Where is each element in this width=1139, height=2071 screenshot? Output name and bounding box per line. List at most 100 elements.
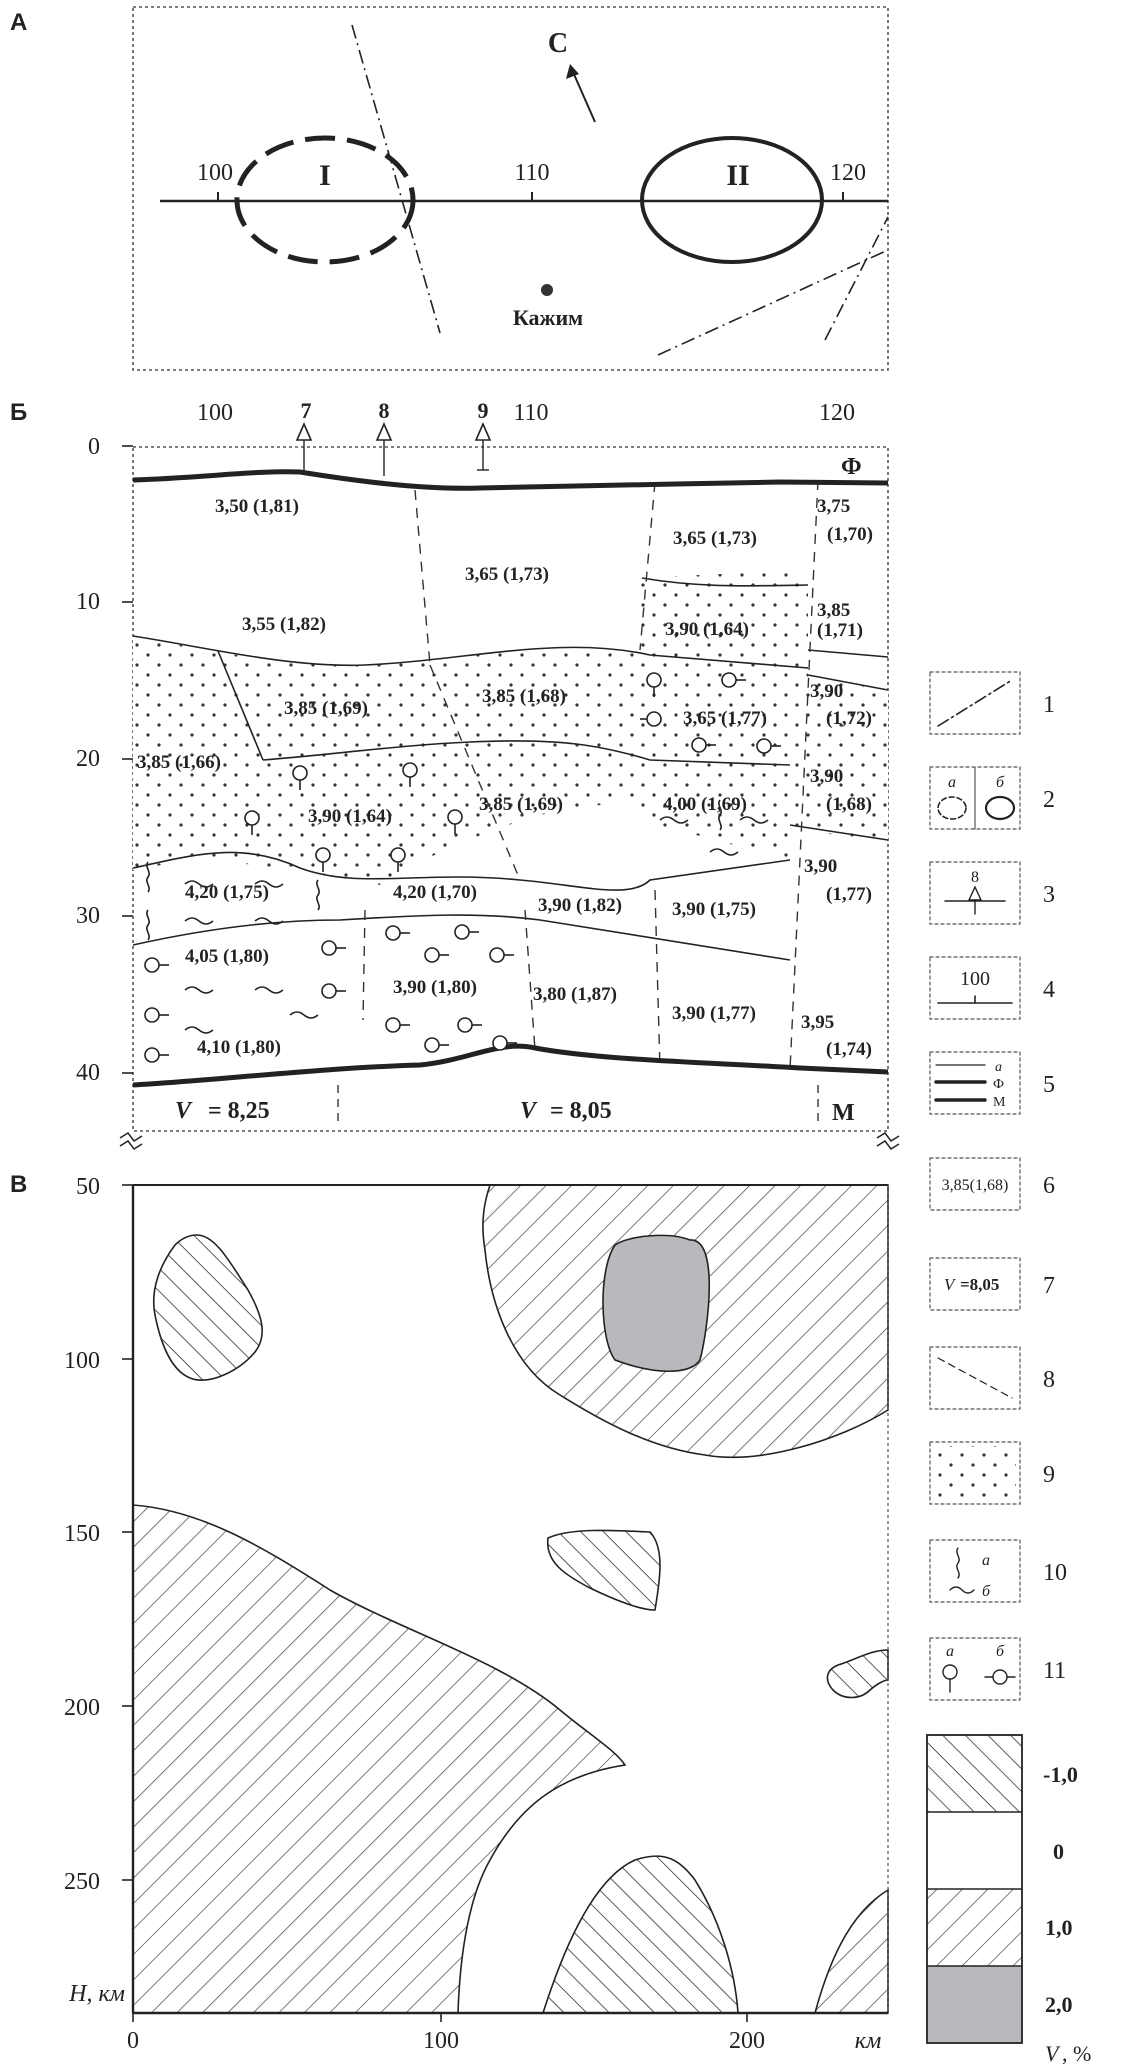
scale-swatch-zero	[927, 1812, 1022, 1889]
velocity-anomaly-negative	[826, 1649, 889, 1699]
velocity-label: (1,71)	[817, 620, 863, 641]
depth-label: 40	[76, 1060, 100, 1086]
region-i-outline	[234, 135, 416, 265]
station-label: 7	[301, 398, 312, 423]
interface-line	[807, 649, 889, 658]
block-boundary-icon	[937, 1357, 1013, 1399]
y-axis-label: H, км	[68, 1981, 125, 2007]
depth-label: 200	[64, 1695, 100, 1721]
panel-b: Б 100 110 120	[10, 398, 900, 1151]
interface-line	[807, 674, 889, 691]
velocity-label: 3,75	[817, 496, 850, 517]
vp-symbol: V	[175, 1098, 193, 1124]
velocity-label: 3,85 (1,69)	[479, 794, 563, 815]
legend-sub-a: а	[982, 1552, 990, 1569]
legend-sub-b: б	[982, 1583, 991, 1600]
scale-unit-symbol: V	[1045, 2041, 1061, 2066]
depth-label: 0	[88, 434, 100, 460]
interface-line	[641, 577, 809, 587]
interface-line	[789, 824, 889, 841]
region-ii-outline	[640, 136, 824, 264]
legend-vp-symbol: V	[944, 1275, 957, 1294]
scale-value: 1,0	[1045, 1915, 1073, 1940]
legend-tick-label: 100	[960, 968, 990, 990]
legend-number: 8	[1043, 1367, 1055, 1393]
legend-sub-b: б	[996, 1643, 1005, 1660]
velocity-anomaly-negative	[152, 1234, 263, 1381]
scale-value: 0	[1053, 1839, 1064, 1864]
velocity-label: 4,10 (1,80)	[197, 1037, 281, 1058]
circle-symbols	[144, 672, 781, 1063]
velocity-label: 3,90	[810, 766, 843, 787]
km-label: 100	[197, 400, 233, 426]
panel-c-letter: В	[10, 1171, 27, 1198]
wave-horizontal-icon	[949, 1586, 975, 1594]
interface-line	[262, 740, 791, 766]
dotted-layer	[790, 675, 888, 840]
fault-line	[351, 24, 441, 334]
region-ii-label: II	[726, 159, 749, 192]
interface-line	[217, 650, 264, 761]
station-triangle	[474, 422, 492, 441]
interface-line	[132, 851, 791, 891]
vp-value: = 8,05	[550, 1098, 612, 1124]
depth-label: 250	[64, 1869, 100, 1895]
legend-sub-b: б	[996, 774, 1005, 791]
velocity-label: 3,90 (1,77)	[672, 1003, 756, 1024]
velocity-label: (1,70)	[827, 524, 873, 545]
block-boundary	[362, 909, 366, 1021]
circle-horizontal-icon	[992, 1669, 1008, 1685]
panel-a: А 100 110 120 I II С Кажим	[10, 6, 889, 371]
velocity-anomaly-negative	[547, 1529, 661, 1611]
schistosity-symbols	[146, 799, 769, 1034]
legend-number: 6	[1043, 1173, 1055, 1199]
km-label: 120	[819, 400, 855, 426]
north-label: С	[548, 28, 568, 59]
moho-line	[132, 1043, 889, 1088]
axis-break-mark	[876, 1131, 900, 1151]
depth-label: 20	[76, 746, 100, 772]
scale-swatch-negative-hatch	[927, 1735, 1022, 1812]
town-marker	[541, 284, 553, 296]
velocity-anomaly-positive	[132, 1504, 627, 2014]
fault-line	[824, 216, 889, 341]
velocity-label: 3,55 (1,82)	[242, 614, 326, 635]
scale-values: -1,0 0 1,0 2,0	[1043, 1762, 1078, 2017]
legend-velocity-example: 3,85(1,68)	[942, 1177, 1009, 1194]
velocity-label: 3,90 (1,82)	[538, 895, 622, 916]
depth-label: 150	[64, 1521, 100, 1547]
block-boundary	[414, 489, 431, 666]
panel-b-letter: Б	[10, 399, 27, 426]
velocity-label: 3,50 (1,81)	[215, 496, 299, 517]
velocity-label: 3,90 (1,75)	[672, 899, 756, 920]
velocity-label: 3,90 (1,64)	[308, 806, 392, 827]
velocity-label: 4,20 (1,70)	[393, 882, 477, 903]
ellipse-solid-icon	[984, 795, 1016, 821]
station-triangle	[295, 422, 313, 441]
block-boundary	[789, 479, 819, 1071]
legend-number: 2	[1043, 787, 1055, 813]
town-label: Кажим	[513, 305, 583, 330]
fault-line	[657, 249, 889, 356]
velocity-label: 3,90 (1,64)	[665, 619, 749, 640]
velocity-label: 3,65 (1,73)	[465, 564, 549, 585]
legend-sub-a: а	[948, 774, 956, 791]
depth-label: 50	[76, 1174, 100, 1200]
station-label: 9	[478, 398, 489, 423]
depth-label: 10	[76, 589, 100, 615]
legend-number: 10	[1043, 1560, 1067, 1586]
legend-sub-a: а	[995, 1060, 1002, 1075]
legend-vp-value: =8,05	[960, 1275, 999, 1294]
km-label: 110	[514, 160, 549, 186]
legend-numbers: 1 2 3 4 5 6 7 8 9 10 11	[1043, 692, 1067, 1684]
velocity-label: 4,20 (1,75)	[185, 882, 269, 903]
scale-value: 2,0	[1045, 1992, 1073, 2017]
legend-station-label: 8	[971, 869, 979, 886]
legend-number: 4	[1043, 977, 1055, 1003]
velocity-label: (1,72)	[826, 708, 872, 729]
station-icon	[967, 885, 983, 901]
dotted-layer	[133, 636, 640, 885]
block-boundary	[654, 889, 661, 1071]
panel-a-letter: А	[10, 9, 27, 36]
x-label: 100	[423, 2028, 459, 2054]
